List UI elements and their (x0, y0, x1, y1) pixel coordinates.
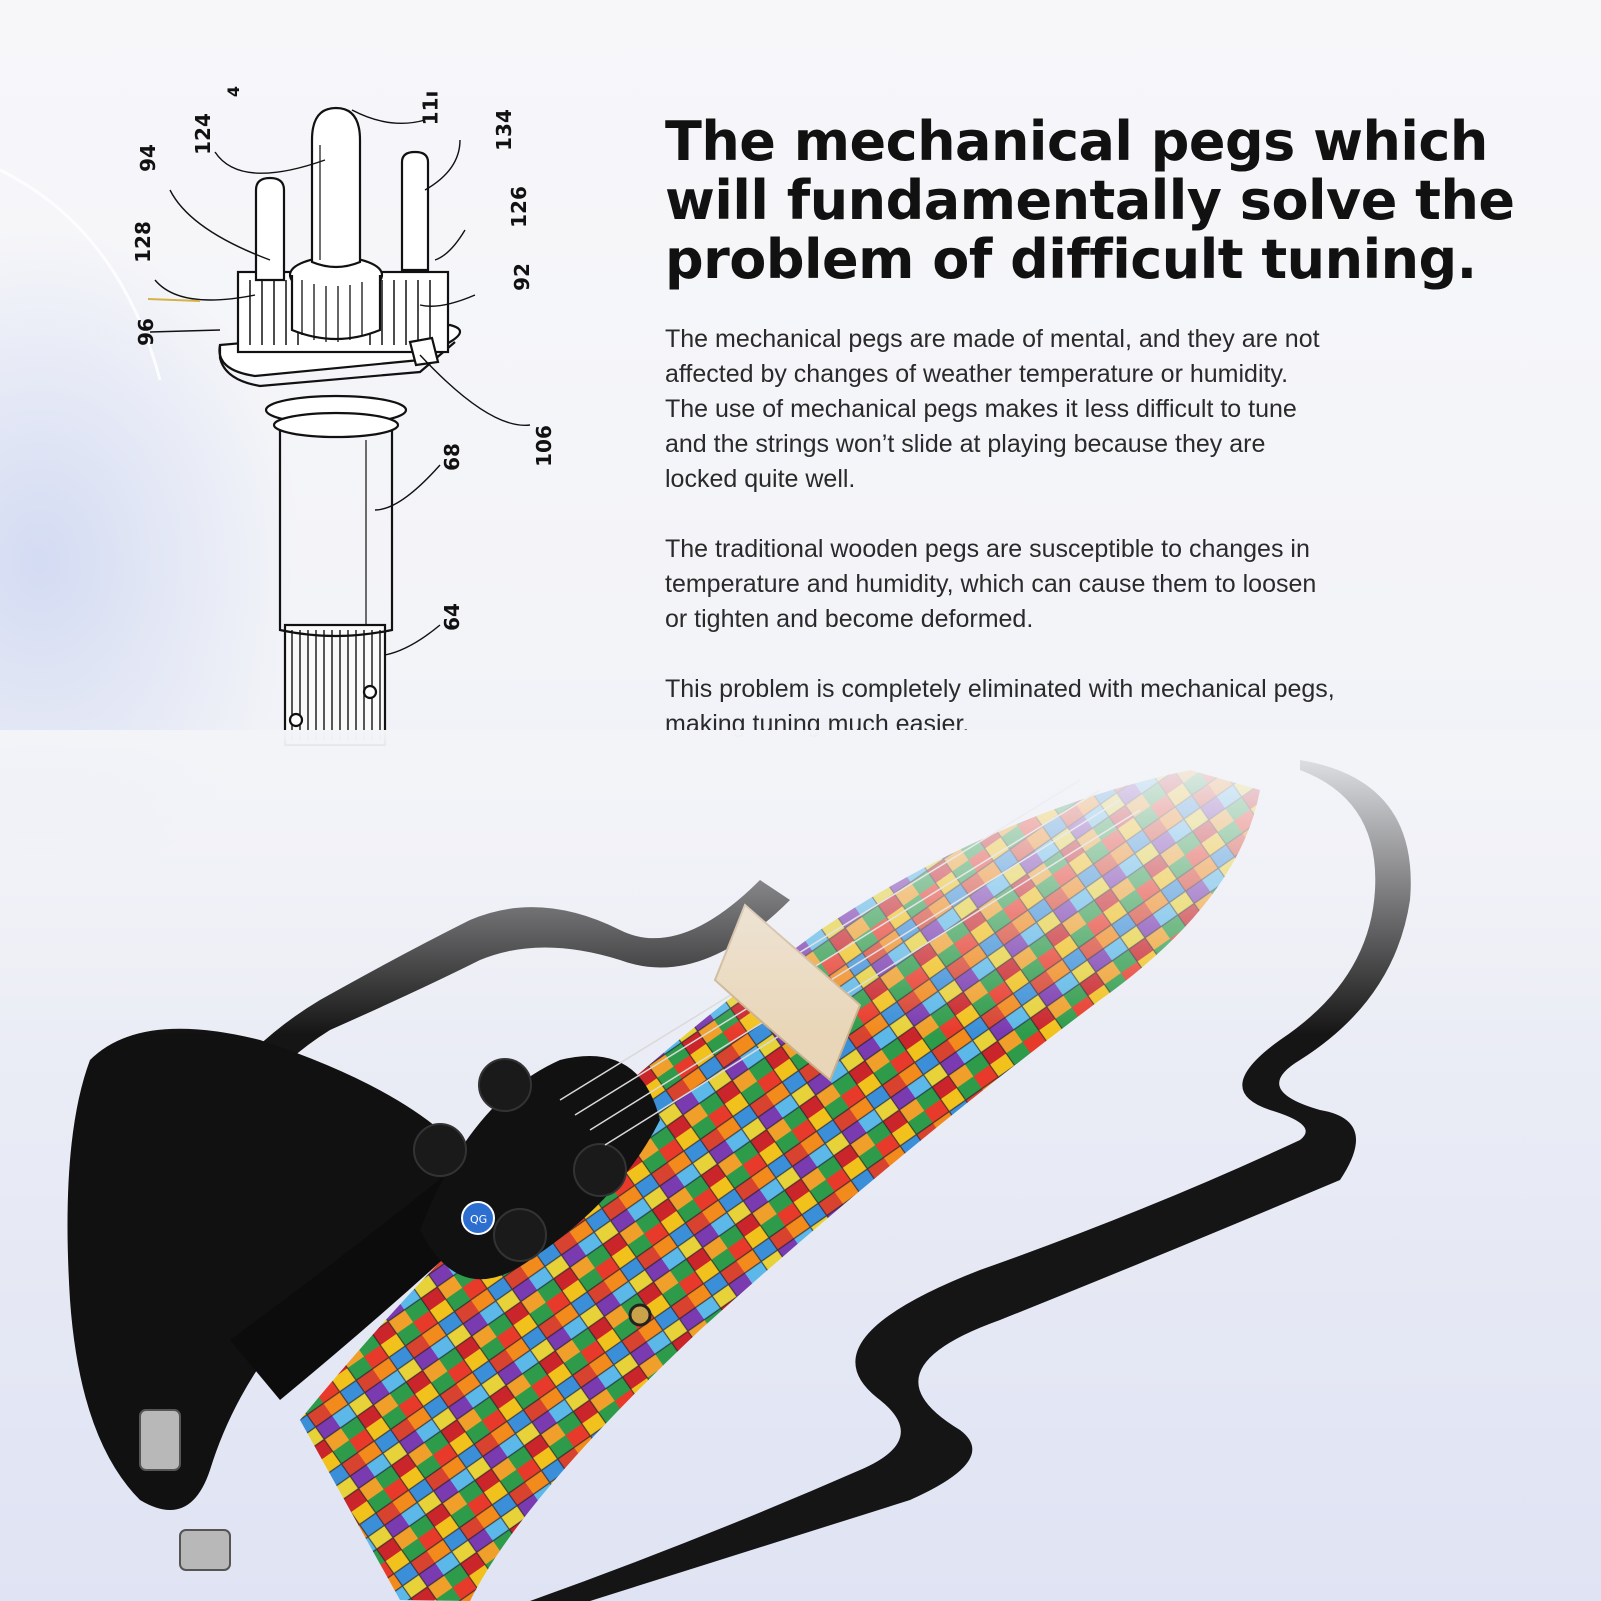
peg-drawing (147, 106, 531, 747)
callout-94: 94 (135, 144, 160, 172)
paragraph-line: The traditional wooden pegs are suscepti… (665, 535, 1310, 563)
paragraph-line: The mechanical pegs are made of mental, … (665, 325, 1320, 353)
headline: The mechanical pegs which will fundament… (665, 112, 1545, 289)
callout-126: 126 (506, 186, 531, 228)
callout-64: 64 (439, 603, 464, 631)
headline-line-2: will fundamentally solve the (665, 169, 1515, 232)
paragraph-line: temperature and humidity, which can caus… (665, 570, 1317, 598)
paragraph-line: The use of mechanical pegs makes it less… (665, 395, 1297, 423)
callout-128: 128 (130, 221, 155, 263)
callout-110: 11ı (418, 90, 443, 126)
callout-92: 92 (509, 263, 534, 291)
paragraph-line: affected by changes of weather temperatu… (665, 360, 1289, 388)
callout-134: 134 (491, 109, 516, 151)
callout-106: 106 (531, 425, 556, 467)
paragraph-line: or tighten and become deformed. (665, 605, 1034, 633)
headline-line-1: The mechanical pegs which (665, 110, 1488, 173)
electric-violin-photo: QG (0, 730, 1601, 1601)
callout-124: 124 (190, 113, 215, 155)
paragraph-line: This problem is completely eliminated wi… (665, 675, 1335, 703)
peg-patent-diagram: 94 124 11ı 134 126 128 92 96 106 68 64 4 (120, 80, 580, 750)
callout-68: 68 (439, 443, 464, 471)
callout-top: 4 (224, 85, 244, 98)
paragraph-line: locked quite well. (665, 465, 856, 493)
paragraph-wooden-pegs: The traditional wooden pegs are suscepti… (665, 532, 1485, 637)
callout-96: 96 (133, 318, 158, 346)
paragraph-line: and the strings won’t slide at playing b… (665, 430, 1266, 458)
headline-line-3: problem of difficult tuning. (665, 228, 1477, 291)
paragraph-metal-pegs: The mechanical pegs are made of mental, … (665, 322, 1485, 497)
